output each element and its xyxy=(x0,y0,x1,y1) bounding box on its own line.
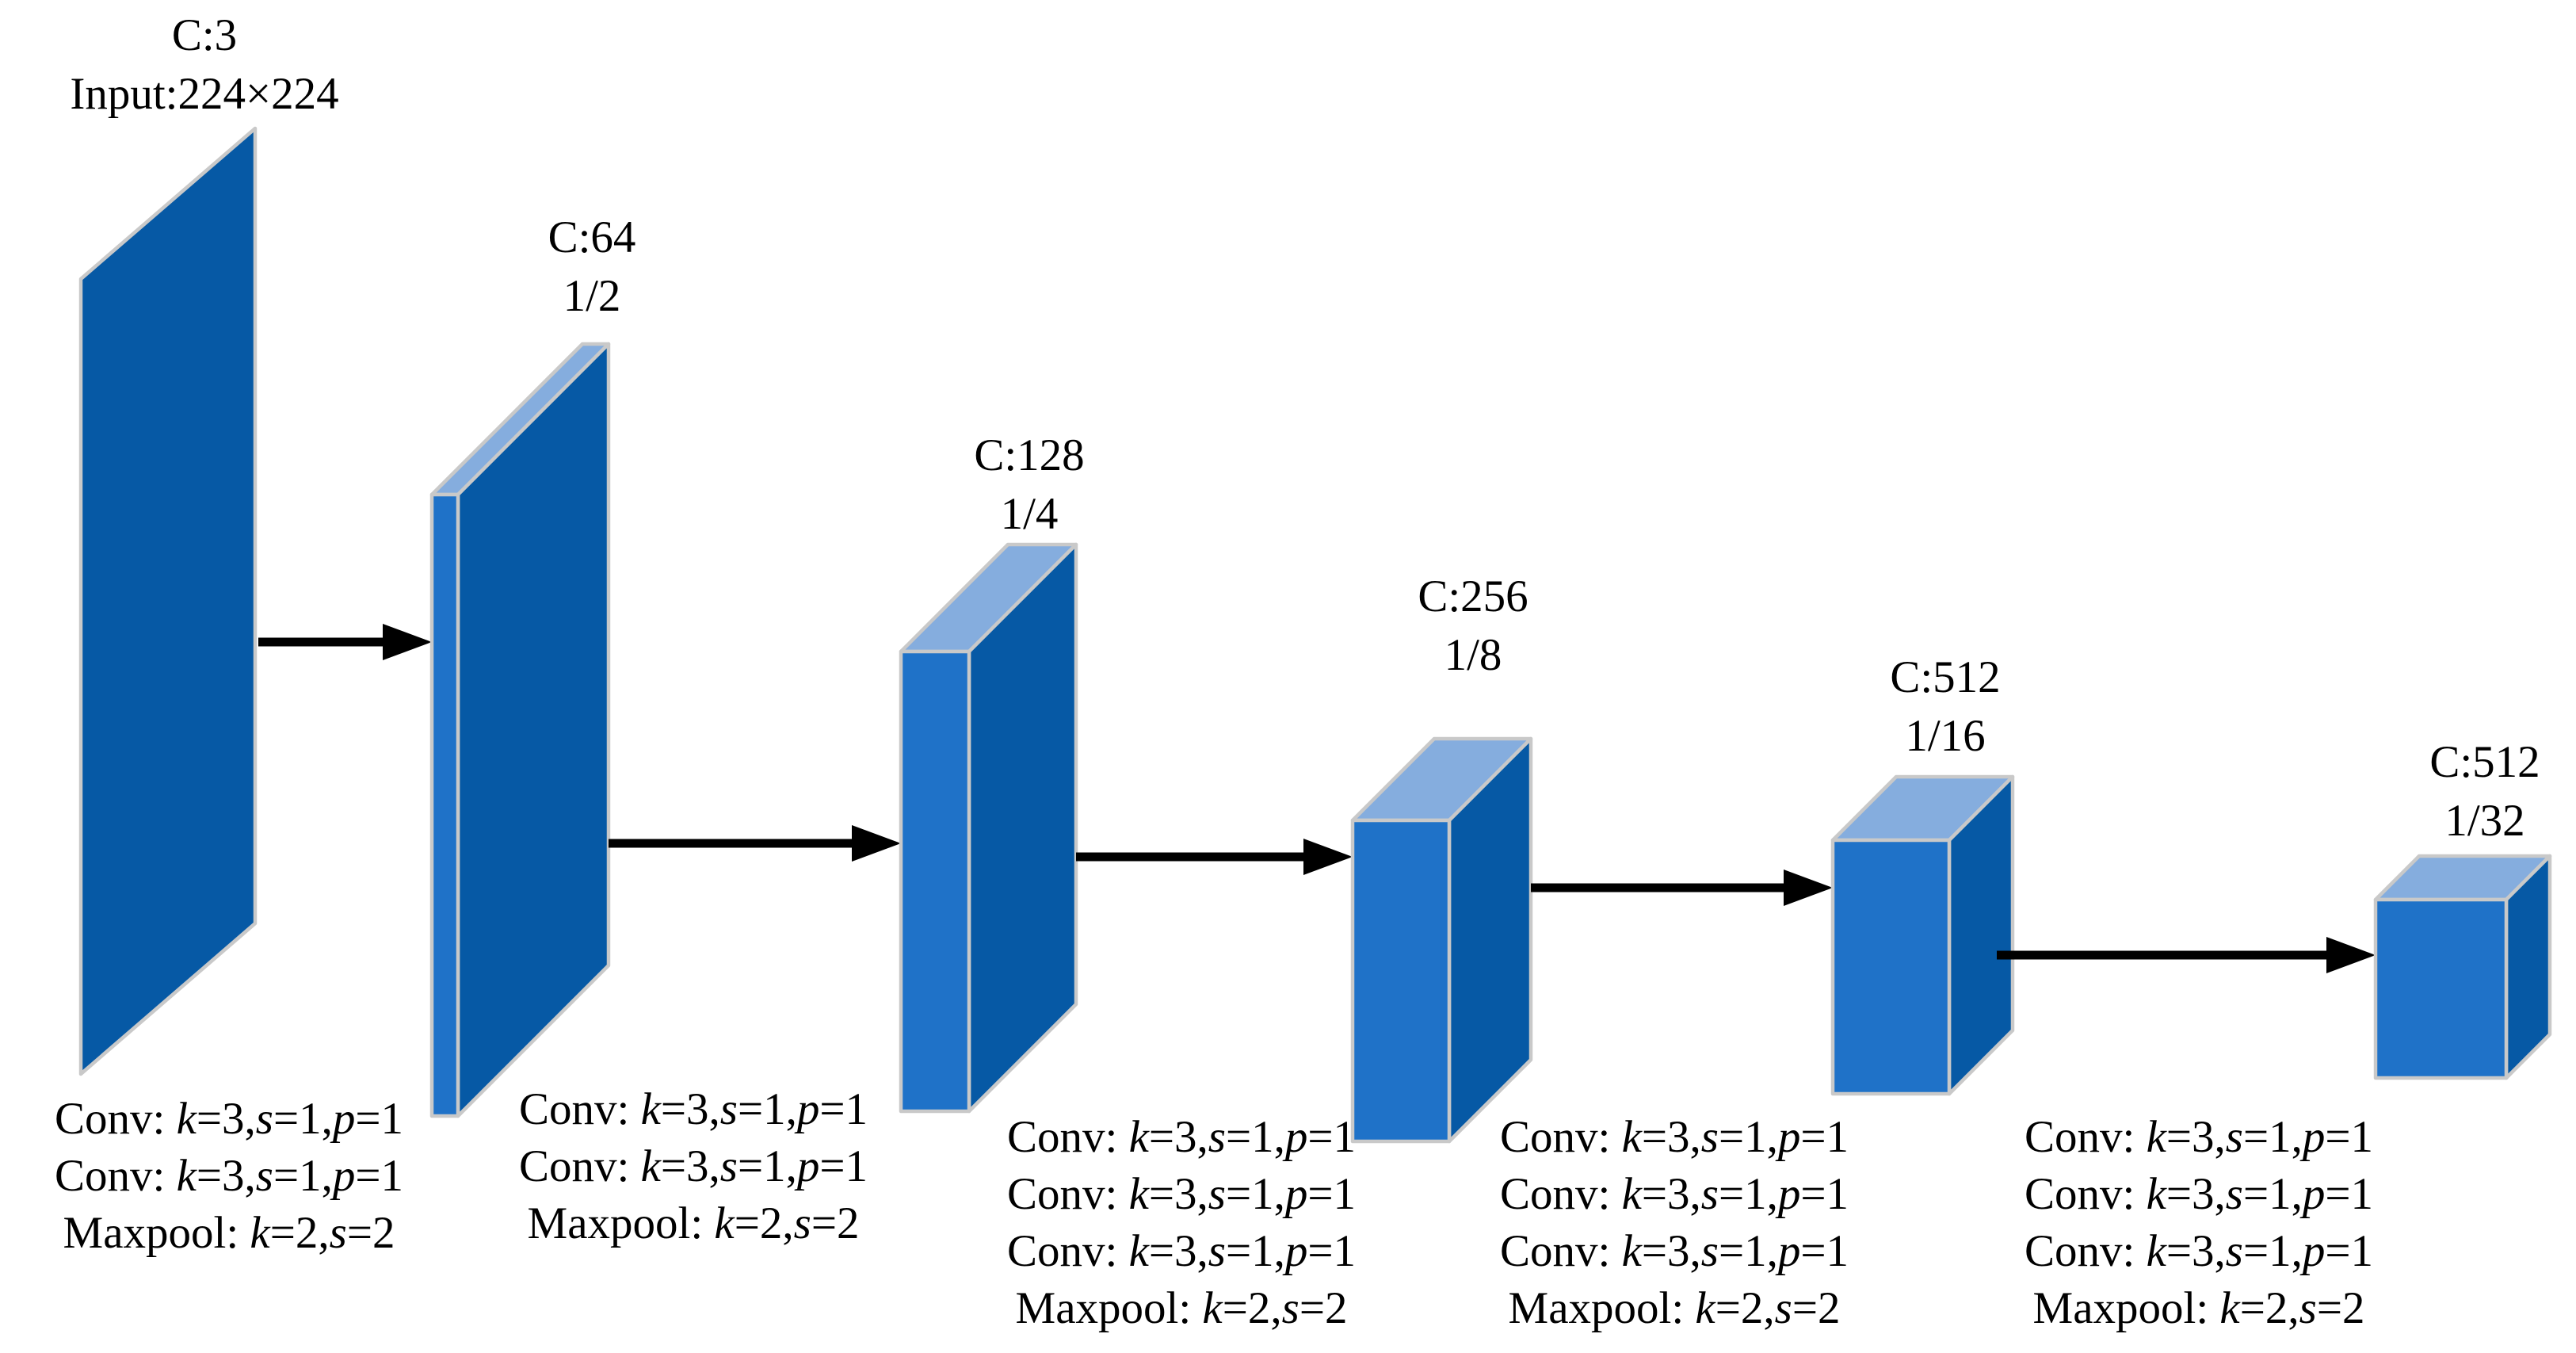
conv-stage-3-block xyxy=(1350,736,1533,1144)
caption-line: Conv: k=3,s=1,p=1 xyxy=(1006,1112,1357,1162)
channels-label: C:64 xyxy=(548,212,636,262)
conv-stage-5-block xyxy=(2373,854,2552,1080)
caption-line: Maxpool: k=2,s=2 xyxy=(1015,1283,1348,1333)
block-label-stage-1: C:64 1/2 xyxy=(548,208,636,326)
caption-line: Conv: k=3,s=1,p=1 xyxy=(1006,1169,1357,1219)
caption-line: Conv: k=3,s=1,p=1 xyxy=(518,1084,868,1134)
caption-line: Conv: k=3,s=1,p=1 xyxy=(54,1094,404,1144)
block-front-face xyxy=(1830,838,1952,1096)
conv-stage-4-block xyxy=(1830,774,2015,1096)
flow-arrow-3 xyxy=(1076,839,1353,875)
block-front-face xyxy=(429,492,460,1118)
block-front-face xyxy=(2373,897,2509,1080)
channels-label: C:512 xyxy=(1890,652,2001,702)
arrowhead-icon xyxy=(2326,937,2376,973)
flow-arrow-2 xyxy=(609,825,901,862)
caption-line: Conv: k=3,s=1,p=1 xyxy=(518,1141,868,1191)
conv-stage-2-block xyxy=(899,542,1078,1114)
arrowhead-icon xyxy=(1303,839,1353,875)
caption-line: Conv: k=3,s=1,p=1 xyxy=(1499,1112,1849,1162)
channels-label: C:128 xyxy=(974,430,1085,480)
arrowhead-icon xyxy=(852,825,901,862)
scale-label: 1/2 xyxy=(563,271,621,321)
channels-label: C:3 xyxy=(171,10,238,60)
channels-label: C:256 xyxy=(1418,571,1528,621)
input-size-label: Input:224×224 xyxy=(70,69,339,119)
arrowhead-icon xyxy=(383,624,432,660)
input-sheet-face xyxy=(78,126,258,1076)
conv-stage-1-block xyxy=(429,342,611,1118)
block-front-face xyxy=(899,649,971,1114)
caption-line: Maxpool: k=2,s=2 xyxy=(1508,1283,1841,1333)
caption-line: Conv: k=3,s=1,p=1 xyxy=(2024,1226,2374,1276)
caption-line: Maxpool: k=2,s=2 xyxy=(527,1198,860,1248)
caption-line: Maxpool: k=2,s=2 xyxy=(63,1208,395,1258)
block-label-stage-5: C:512 1/32 xyxy=(2429,733,2540,850)
scale-label: 1/4 xyxy=(1000,489,1059,539)
channels-label: C:512 xyxy=(2429,737,2540,787)
block-front-face xyxy=(1350,818,1452,1144)
block-label-stage-4: C:512 1/16 xyxy=(1890,648,2000,766)
flow-arrow-4 xyxy=(1531,870,1833,906)
caption-line: Maxpool: k=2,s=2 xyxy=(2032,1283,2365,1333)
caption-line: Conv: k=3,s=1,p=1 xyxy=(1006,1226,1357,1276)
input-sheet xyxy=(78,126,258,1076)
block-label-stage-3: C:256 1/8 xyxy=(1418,568,1528,685)
arrowhead-icon xyxy=(1784,870,1833,906)
caption-line: Conv: k=3,s=1,p=1 xyxy=(2024,1112,2374,1162)
caption-line: Conv: k=3,s=1,p=1 xyxy=(1499,1226,1849,1276)
scale-label: 1/32 xyxy=(2444,796,2525,846)
caption-line: Conv: k=3,s=1,p=1 xyxy=(2024,1169,2374,1219)
caption-line: Conv: k=3,s=1,p=1 xyxy=(1499,1169,1849,1219)
flow-arrow-5 xyxy=(1997,937,2376,973)
flow-arrow-1 xyxy=(258,624,432,660)
block-label-stage-2: C:128 1/4 xyxy=(974,426,1084,544)
caption-line: Conv: k=3,s=1,p=1 xyxy=(54,1151,404,1201)
block-label-input: C:3 Input:224×224 xyxy=(70,6,338,124)
scale-label: 1/16 xyxy=(1905,711,1986,761)
scale-label: 1/8 xyxy=(1444,630,1502,680)
